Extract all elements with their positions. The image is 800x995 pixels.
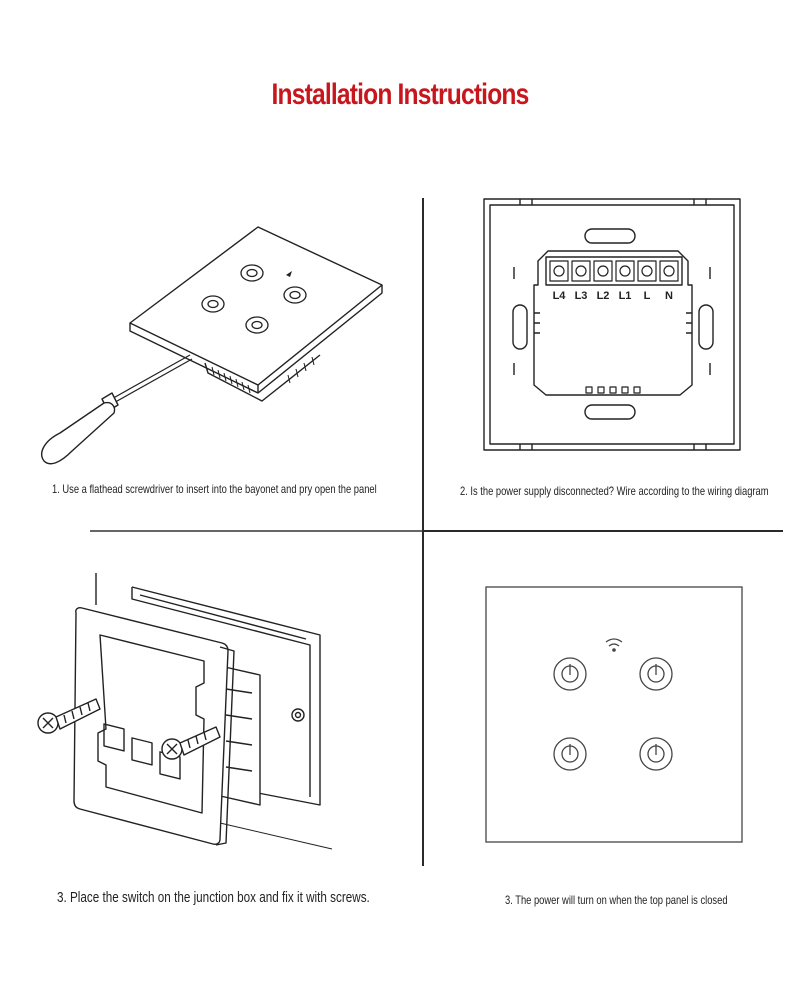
terminal-label: L: [644, 290, 651, 302]
power-button-icon: [639, 737, 673, 771]
terminal-label: L1: [619, 290, 632, 302]
step-3-caption: 3. Place the switch on the junction box …: [57, 889, 370, 906]
power-button-icon: [553, 657, 587, 691]
terminal-label: L3: [575, 290, 588, 302]
closed-panel-illustration: [485, 586, 743, 843]
page-title: Installation Instructions: [271, 78, 530, 111]
terminal-label: L4: [553, 290, 567, 302]
vertical-divider: [422, 198, 424, 866]
horizontal-divider-right: [423, 530, 783, 532]
terminal-label: N: [665, 290, 673, 302]
wifi-icon: [605, 638, 623, 652]
step-1-caption: 1. Use a flathead screwdriver to insert …: [52, 482, 377, 496]
wiring-diagram-illustration: L4 L3 L2 L1 L N: [483, 198, 741, 451]
horizontal-divider-left: [90, 530, 422, 532]
power-button-icon: [553, 737, 587, 771]
power-button-icon: [639, 657, 673, 691]
junction-box-screws-illustration: [37, 573, 333, 850]
step-4-caption: 3. The power will turn on when the top p…: [505, 893, 728, 907]
screwdriver-pry-illustration: [41, 226, 383, 465]
step-2-caption: 2. Is the power supply disconnected? Wir…: [460, 484, 769, 498]
terminal-label: L2: [597, 290, 610, 302]
